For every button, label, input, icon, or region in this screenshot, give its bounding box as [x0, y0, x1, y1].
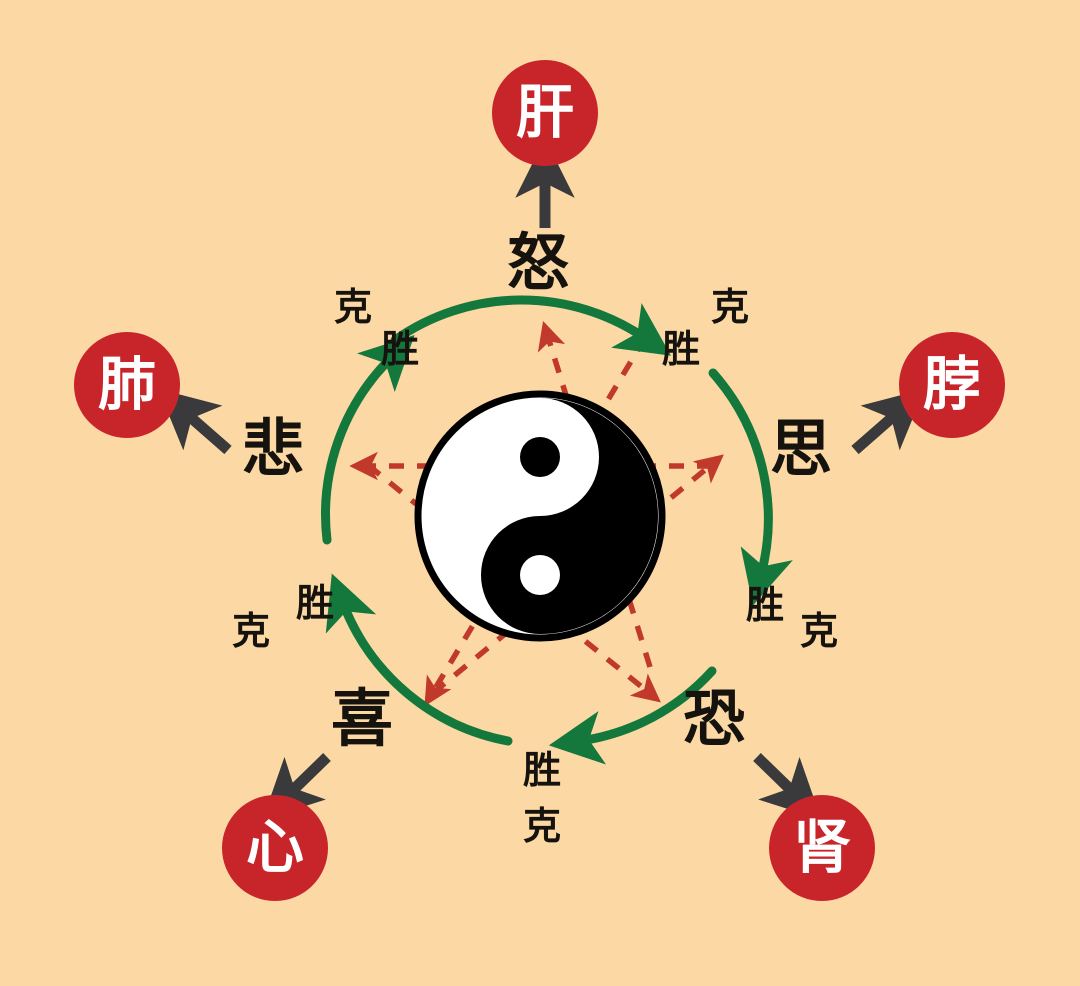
- organ-label-lung: 肺: [97, 350, 156, 418]
- organ-label-liver: 肝: [515, 78, 574, 146]
- yin-yang-icon: [414, 390, 666, 642]
- organ-node-liver[interactable]: 肝: [492, 60, 598, 166]
- arc-spleen: [708, 368, 793, 606]
- relation-label-top-right-sheng: 胜: [662, 327, 701, 371]
- relation-label-left-ke: 克: [232, 609, 271, 653]
- arc-liver-top: [390, 295, 672, 356]
- relation-label-bottom-ke: 克: [523, 804, 562, 848]
- organ-label-spleen: 脖: [922, 350, 981, 418]
- organ-node-lung[interactable]: 肺: [74, 332, 180, 438]
- relation-label-bottom-sheng: 胜: [523, 748, 562, 792]
- generating-cycle-arcs: [321, 295, 793, 765]
- emotion-to-organ-arrows: [158, 138, 925, 820]
- emotion-label-joy: 喜: [331, 682, 394, 755]
- arrow-to-lung: [158, 388, 232, 455]
- emotion-label-anger: 怒: [507, 226, 570, 299]
- organ-node-heart[interactable]: 心: [222, 795, 328, 901]
- organ-label-kidney: 肾: [792, 813, 851, 881]
- arrow-to-spleen: [851, 388, 925, 455]
- relation-label-right-ke: 克: [800, 609, 839, 653]
- relation-label-left-sheng: 胜: [296, 581, 335, 625]
- relation-label-top-left-ke: 克: [334, 285, 373, 329]
- emotion-label-overthinking: 思: [770, 412, 833, 485]
- organ-label-heart: 心: [245, 813, 304, 881]
- relation-label-top-right-ke: 克: [711, 285, 750, 329]
- arrow-to-heart: [262, 753, 331, 820]
- arc-lung: [321, 335, 415, 545]
- organ-node-spleen[interactable]: 脖: [899, 332, 1005, 438]
- relation-label-top-left-sheng: 胜: [381, 327, 420, 371]
- arc-heart: [325, 573, 513, 746]
- emotion-label-sorrow: 悲: [242, 412, 305, 485]
- organ-node-kidney[interactable]: 肾: [769, 795, 875, 901]
- emotion-label-fear: 恐: [683, 682, 746, 755]
- arc-kidney: [548, 666, 717, 765]
- relation-label-right-sheng: 胜: [746, 583, 785, 627]
- arrow-to-kidney: [753, 753, 822, 820]
